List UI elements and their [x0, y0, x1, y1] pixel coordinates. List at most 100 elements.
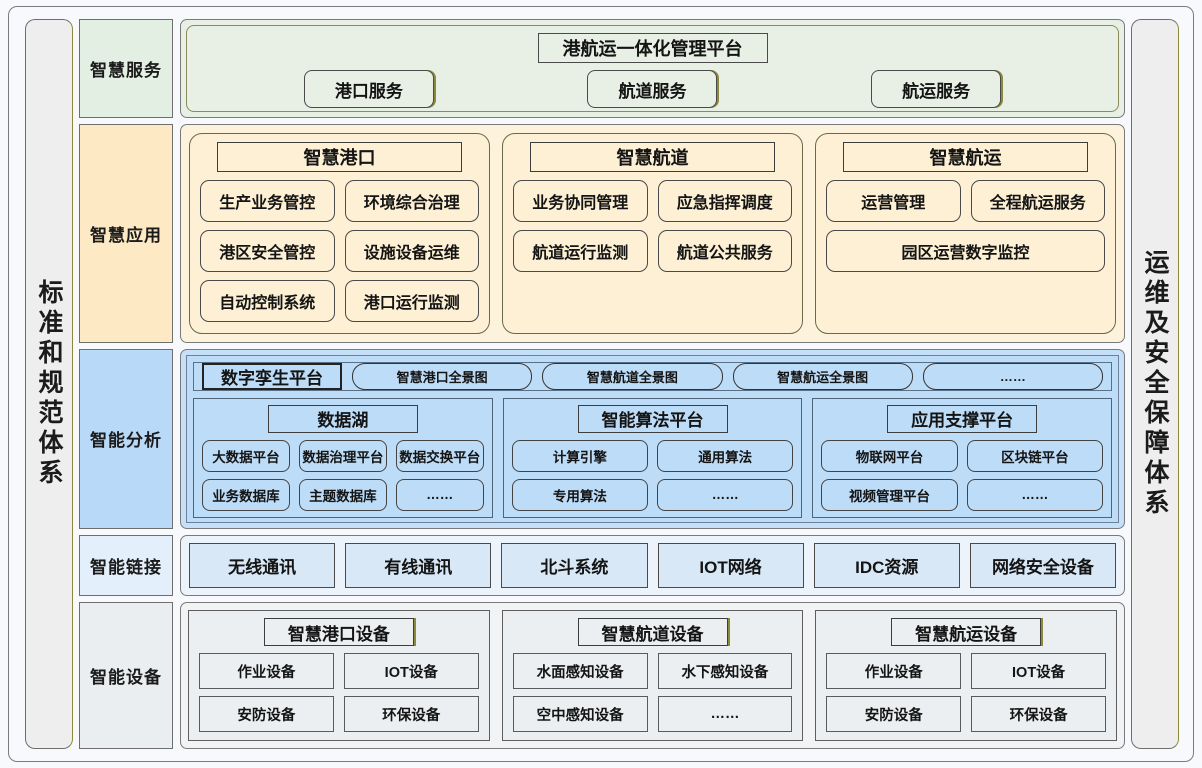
device-cell-environmental-equipment-port[interactable]: 环保设备	[343, 696, 479, 733]
device-cell-iot-equipment-shipping[interactable]: IOT设备	[971, 653, 1107, 690]
service-item-waterway[interactable]: 航道服务	[587, 70, 718, 108]
app-cell-park-digital-monitor[interactable]: 园区运营数字监控	[826, 230, 1105, 273]
device-cell-environmental-equipment-shipping[interactable]: 环保设备	[971, 696, 1107, 733]
app-cell-port-operation-monitor[interactable]: 港口运行监测	[344, 280, 479, 323]
app-row: 港区安全管控 设施设备运维	[200, 230, 479, 273]
link-items: 无线通讯 有线通讯 北斗系统 IOT网络 IDC资源 网络安全设备	[181, 536, 1124, 596]
app-cell-waterway-operation-monitor[interactable]: 航道运行监测	[513, 230, 648, 273]
analysis-row: 计算引擎 通用算法	[511, 439, 794, 472]
app-group-rows-smart-shipping: 运营管理 全程航运服务 园区运营数字监控	[826, 180, 1105, 273]
analysis-group-title-application-support: 应用支撑平台	[887, 404, 1038, 433]
app-cell-port-safety-control[interactable]: 港区安全管控	[200, 230, 335, 273]
link-cell-iot-network[interactable]: IOT网络	[657, 542, 804, 589]
app-cell-automatic-control-system[interactable]: 自动控制系统	[200, 280, 335, 323]
device-cell-waterway-more[interactable]: ……	[657, 696, 793, 733]
layer-body-smart-service: 港航运一体化管理平台 港口服务 航道服务 航运服务	[180, 19, 1125, 119]
analysis-cell-algorithm-more[interactable]: ……	[657, 478, 794, 511]
analysis-cell-data-exchange-platform[interactable]: 数据交换平台	[395, 439, 484, 472]
app-cell-production-control[interactable]: 生产业务管控	[200, 180, 335, 223]
architecture-diagram-frame: 标准和规范体系 运维及安全保障体系 智慧服务 港航运一体化管理平台 港口服务 航…	[8, 6, 1194, 762]
analysis-row: 大数据平台 数据治理平台 数据交换平台	[202, 439, 484, 472]
analysis-cell-data-governance-platform[interactable]: 数据治理平台	[298, 439, 387, 472]
analysis-group-title-data-lake: 数据湖	[267, 404, 418, 433]
app-row: 业务协同管理 应急指挥调度	[513, 180, 792, 223]
device-cell-aerial-sensing[interactable]: 空中感知设备	[512, 696, 648, 733]
app-cell-facility-maintenance[interactable]: 设施设备运维	[344, 230, 479, 273]
device-row: 安防设备 环保设备	[826, 696, 1107, 733]
analysis-cell-blockchain-platform[interactable]: 区块链平台	[966, 439, 1104, 472]
layer-body-intelligent-device: 智慧港口设备 作业设备 IOT设备 安防设备 环保设备 智慧航道设备	[180, 602, 1125, 750]
analysis-row: 视频管理平台 ……	[821, 478, 1104, 511]
device-cell-security-equipment-shipping[interactable]: 安防设备	[826, 696, 962, 733]
layer-label-smart-service: 智慧服务	[79, 19, 173, 119]
analysis-row: 业务数据库 主题数据库 ……	[202, 478, 484, 511]
analysis-groups: 数据湖 大数据平台 数据治理平台 数据交换平台 业务数据库 主题数据库 ……	[193, 397, 1113, 518]
layer-intelligent-link: 智能链接 无线通讯 有线通讯 北斗系统 IOT网络 IDC资源 网络安全设备	[79, 534, 1125, 597]
app-cell-business-coordination[interactable]: 业务协同管理	[513, 180, 648, 223]
layer-label-intelligent-analysis: 智能分析	[79, 348, 173, 529]
link-cell-beidou-system[interactable]: 北斗系统	[501, 542, 648, 589]
device-cell-operation-equipment-shipping[interactable]: 作业设备	[826, 653, 962, 690]
app-cell-emergency-dispatch[interactable]: 应急指挥调度	[657, 180, 792, 223]
app-group-smart-port: 智慧港口 生产业务管控 环境综合治理 港区安全管控 设施设备运维	[189, 133, 490, 334]
app-group-smart-shipping: 智慧航运 运营管理 全程航运服务 园区运营数字监控	[815, 133, 1116, 334]
left-pillar-label: 标准和规范体系	[35, 279, 63, 489]
device-group-smart-shipping: 智慧航运设备 作业设备 IOT设备 安防设备 环保设备	[815, 610, 1118, 742]
link-cell-wired-communication[interactable]: 有线通讯	[345, 542, 492, 589]
app-cell-environment-governance[interactable]: 环境综合治理	[344, 180, 479, 223]
service-item-port[interactable]: 港口服务	[303, 70, 434, 108]
app-group-smart-waterway: 智慧航道 业务协同管理 应急指挥调度 航道运行监测 航道公共服务	[502, 133, 803, 334]
analysis-cell-compute-engine[interactable]: 计算引擎	[511, 439, 649, 472]
analysis-cell-support-more[interactable]: ……	[966, 478, 1104, 511]
app-group-rows-smart-port: 生产业务管控 环境综合治理 港区安全管控 设施设备运维 自动控制系统 港口运行监…	[200, 180, 479, 323]
device-row: 作业设备 IOT设备	[199, 653, 479, 690]
panorama-smart-shipping[interactable]: 智慧航运全景图	[732, 362, 913, 390]
analysis-cell-subject-database[interactable]: 主题数据库	[298, 478, 387, 511]
left-pillar-standards: 标准和规范体系	[25, 19, 73, 749]
app-cell-operation-management[interactable]: 运营管理	[826, 180, 961, 223]
device-group-smart-port: 智慧港口设备 作业设备 IOT设备 安防设备 环保设备	[188, 610, 490, 742]
analysis-cell-data-lake-more[interactable]: ……	[395, 478, 484, 511]
layer-label-intelligent-link: 智能链接	[79, 534, 173, 597]
service-items: 港口服务 航道服务 航运服务	[187, 70, 1118, 108]
analysis-cell-big-data-platform[interactable]: 大数据平台	[202, 439, 290, 472]
service-panel: 港航运一体化管理平台 港口服务 航道服务 航运服务	[186, 25, 1119, 113]
device-group-title-smart-port: 智慧港口设备	[263, 618, 414, 647]
analysis-cell-video-management-platform[interactable]: 视频管理平台	[821, 478, 958, 511]
analysis-cell-business-database[interactable]: 业务数据库	[202, 478, 290, 511]
analysis-row: 物联网平台 区块链平台	[821, 439, 1104, 472]
device-row: 水面感知设备 水下感知设备	[512, 653, 793, 690]
app-cell-waterway-public-service[interactable]: 航道公共服务	[657, 230, 792, 273]
layer-intelligent-device: 智能设备 智慧港口设备 作业设备 IOT设备 安防设备 环保设备	[79, 602, 1125, 750]
device-cell-iot-equipment-port[interactable]: IOT设备	[343, 653, 479, 690]
panorama-smart-port[interactable]: 智慧港口全景图	[352, 362, 533, 390]
analysis-cell-iot-platform[interactable]: 物联网平台	[821, 439, 958, 472]
device-row: 作业设备 IOT设备	[826, 653, 1107, 690]
layer-smart-service: 智慧服务 港航运一体化管理平台 港口服务 航道服务 航运服务	[79, 19, 1125, 119]
analysis-group-application-support: 应用支撑平台 物联网平台 区块链平台 视频管理平台 ……	[812, 397, 1113, 518]
service-platform-title: 港航运一体化管理平台	[537, 33, 768, 63]
panorama-more[interactable]: ……	[922, 362, 1103, 390]
analysis-cell-general-algorithm[interactable]: 通用算法	[657, 439, 794, 472]
panorama-smart-waterway[interactable]: 智慧航道全景图	[542, 362, 723, 390]
app-group-title-smart-port: 智慧港口	[217, 142, 462, 173]
app-group-title-smart-waterway: 智慧航道	[530, 142, 775, 173]
application-groups: 智慧港口 生产业务管控 环境综合治理 港区安全管控 设施设备运维	[181, 125, 1124, 341]
device-cell-underwater-sensing[interactable]: 水下感知设备	[657, 653, 793, 690]
layer-body-intelligent-link: 无线通讯 有线通讯 北斗系统 IOT网络 IDC资源 网络安全设备	[180, 534, 1125, 597]
app-cell-full-process-shipping-service[interactable]: 全程航运服务	[970, 180, 1105, 223]
digital-twin-platform-label: 数字孪生平台	[202, 362, 342, 390]
right-pillar-label: 运维及安全保障体系	[1141, 249, 1169, 519]
device-cell-security-equipment-port[interactable]: 安防设备	[199, 696, 334, 733]
device-row: 空中感知设备 ……	[512, 696, 793, 733]
analysis-cell-special-algorithm[interactable]: 专用算法	[511, 478, 649, 511]
device-cell-surface-sensing[interactable]: 水面感知设备	[512, 653, 648, 690]
link-cell-wireless-communication[interactable]: 无线通讯	[189, 542, 336, 589]
layer-label-intelligent-device: 智能设备	[79, 602, 173, 750]
link-cell-network-security-device[interactable]: 网络安全设备	[969, 542, 1117, 589]
service-item-shipping[interactable]: 航运服务	[871, 70, 1002, 108]
link-cell-idc-resource[interactable]: IDC资源	[813, 542, 960, 589]
device-cell-operation-equipment-port[interactable]: 作业设备	[199, 653, 334, 690]
app-row: 航道运行监测 航道公共服务	[513, 230, 792, 273]
analysis-group-algorithm-platform: 智能算法平台 计算引擎 通用算法 专用算法 ……	[502, 397, 803, 518]
